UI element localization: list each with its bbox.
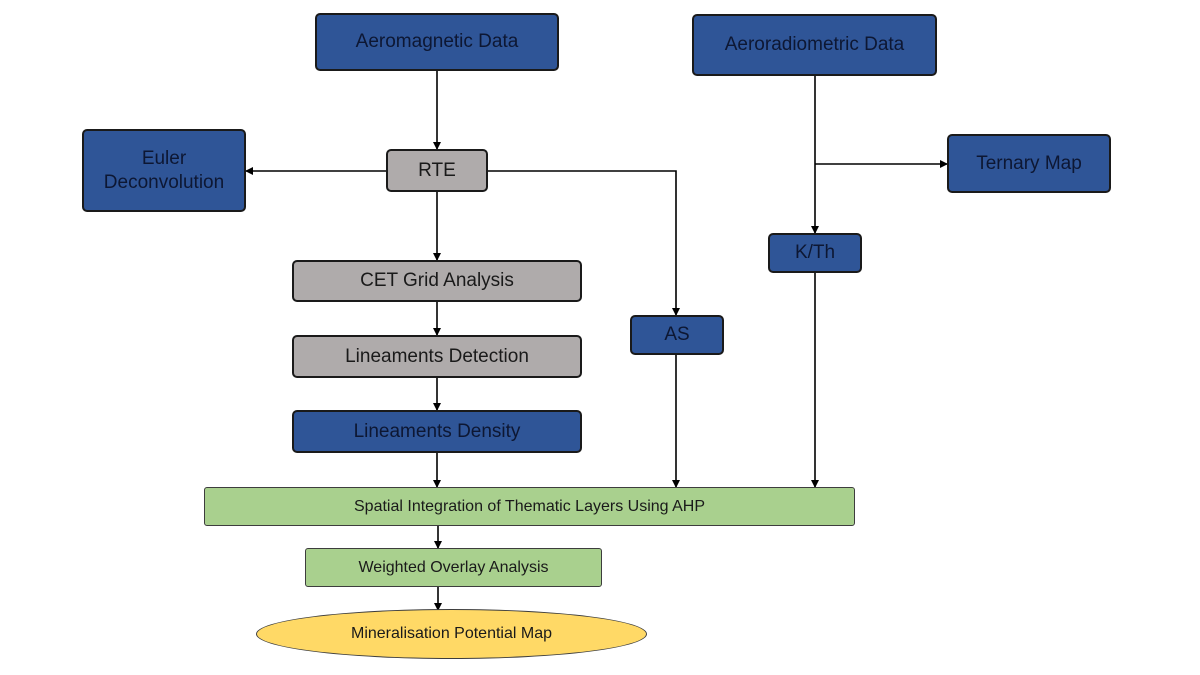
node-label: RTE <box>418 159 456 181</box>
node-label: Lineaments Detection <box>345 345 529 367</box>
node-rte: RTE <box>386 149 488 192</box>
node-label-line2: Deconvolution <box>103 171 225 193</box>
node-aeroradiometric-data: Aeroradiometric Data <box>692 14 937 76</box>
node-label: K/Th <box>794 242 836 264</box>
node-weighted-overlay-analysis: Weighted Overlay Analysis <box>305 548 602 587</box>
node-label: CET Grid Analysis <box>360 270 514 292</box>
node-label: Spatial Integration of Thematic Layers U… <box>354 497 705 515</box>
node-cet-grid-analysis: CET Grid Analysis <box>292 260 582 302</box>
node-label: Lineaments Density <box>353 420 521 442</box>
node-as: AS <box>630 315 724 355</box>
node-label: AS <box>664 324 690 346</box>
node-label: Ternary Map <box>976 152 1082 174</box>
node-mineralisation-potential-map: Mineralisation Potential Map <box>256 609 647 659</box>
node-k-th: K/Th <box>768 233 862 273</box>
node-ternary-map: Ternary Map <box>947 134 1111 193</box>
node-label-line1: Euler <box>141 147 187 169</box>
node-label: Aeroradiometric Data <box>724 34 905 56</box>
node-spatial-integration-ahp: Spatial Integration of Thematic Layers U… <box>204 487 855 526</box>
node-euler-deconvolution: Euler Deconvolution <box>82 129 246 212</box>
node-lineaments-detection: Lineaments Detection <box>292 335 582 378</box>
node-aeromagnetic-data: Aeromagnetic Data <box>315 13 559 71</box>
arrow-rte-to-as <box>488 170 680 316</box>
node-label: Aeromagnetic Data <box>355 31 519 53</box>
node-lineaments-density: Lineaments Density <box>292 410 582 453</box>
node-label: Mineralisation Potential Map <box>351 625 552 642</box>
node-label: Weighted Overlay Analysis <box>358 558 549 576</box>
